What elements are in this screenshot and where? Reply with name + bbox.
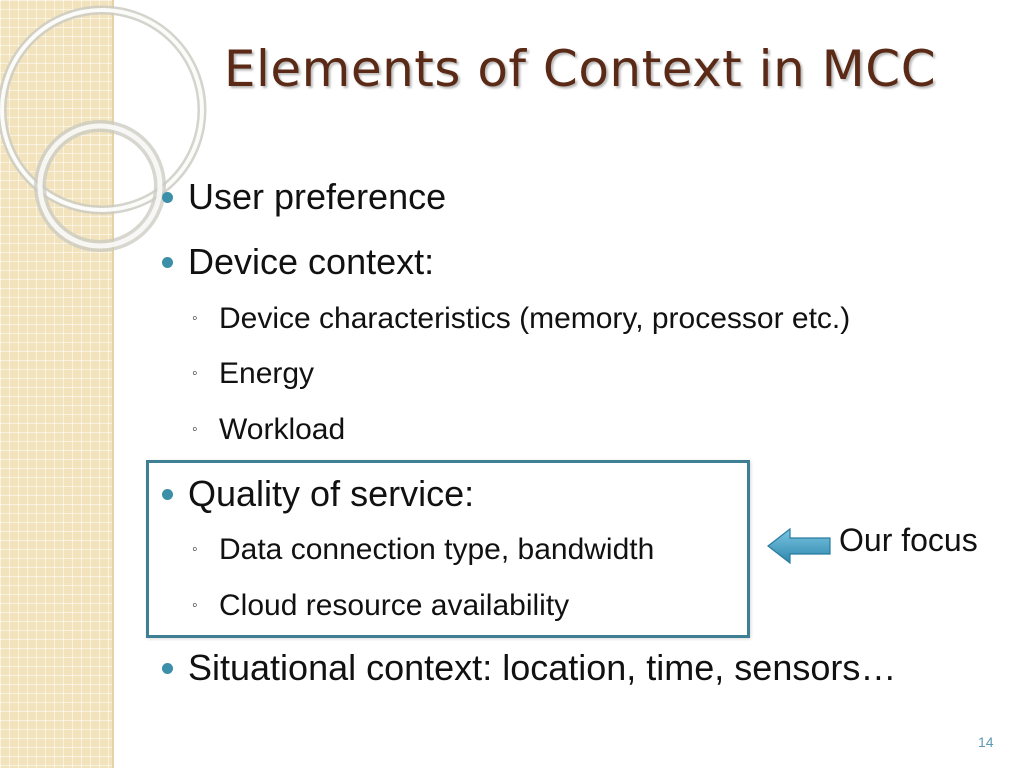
sub-bullet-cloud-resource: ◦ Cloud resource availability	[192, 589, 570, 622]
decorative-rings	[0, 5, 207, 252]
bullet-dot-icon	[162, 663, 173, 674]
bullet-quality-of-service: Quality of service:	[162, 473, 474, 515]
sub-bullet-device-characteristics: ◦ Device characteristics (memory, proces…	[192, 302, 851, 335]
left-arrow-icon	[767, 527, 831, 565]
side-panel-edge	[112, 0, 114, 768]
hollow-circle-bullet-icon: ◦	[192, 541, 198, 558]
hollow-circle-bullet-icon: ◦	[192, 365, 198, 382]
sub-bullet-workload: ◦ Workload	[192, 413, 346, 446]
sub-bullet-data-connection: ◦ Data connection type, bandwidth	[192, 533, 655, 566]
bullet-dot-icon	[162, 257, 173, 268]
hollow-circle-bullet-icon: ◦	[192, 310, 198, 327]
quality-of-service-highlight-box	[146, 460, 750, 638]
hollow-circle-bullet-icon: ◦	[192, 421, 198, 438]
slide-number: 14	[978, 734, 994, 750]
slide-title: Elements of Context in MCC	[223, 40, 937, 98]
bullet-user-preference: User preference	[162, 176, 446, 218]
bullet-dot-icon	[162, 489, 173, 500]
our-focus-label: Our focus	[839, 522, 978, 558]
sub-bullet-energy: ◦ Energy	[192, 357, 315, 390]
bullet-situational-context: Situational context: location, time, sen…	[162, 647, 896, 689]
hollow-circle-bullet-icon: ◦	[192, 597, 198, 614]
bullet-dot-icon	[162, 192, 173, 203]
bullet-device-context: Device context:	[162, 241, 434, 283]
